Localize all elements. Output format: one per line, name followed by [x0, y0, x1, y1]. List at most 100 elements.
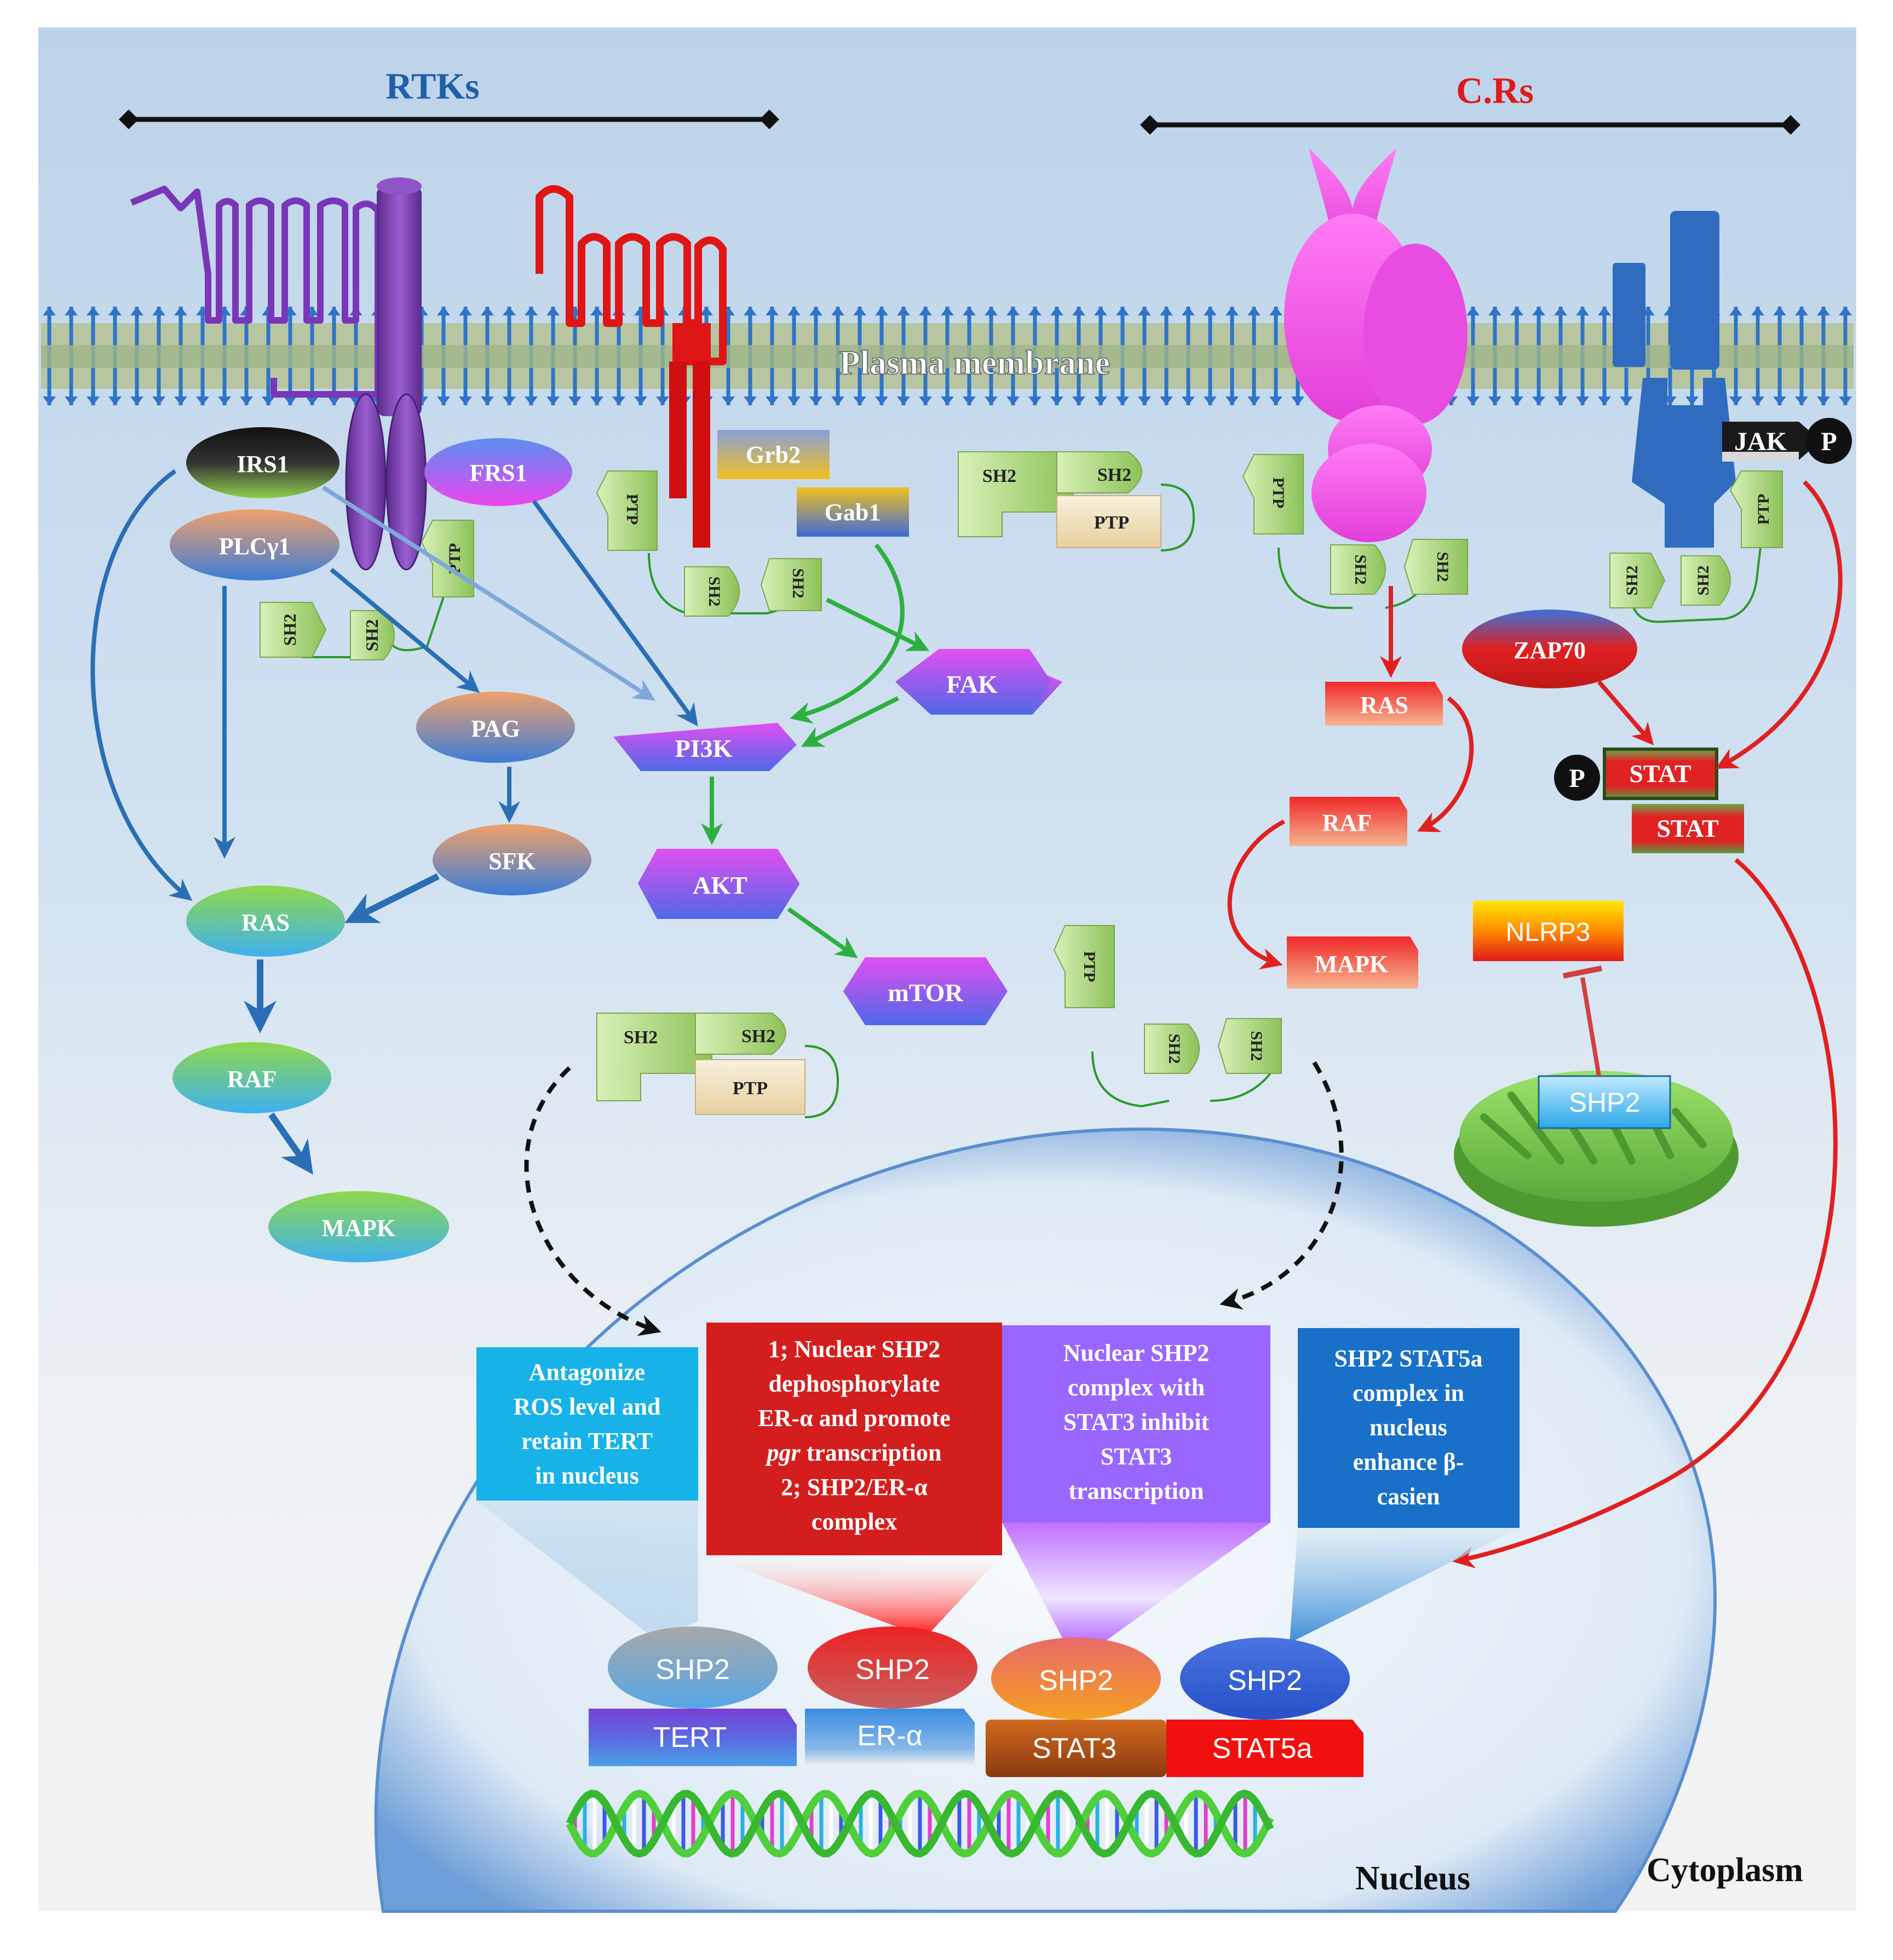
- inhibition-bar: [1563, 965, 1602, 979]
- pi3k-node: PI3K: [613, 723, 797, 771]
- membrane-lipid-head: [130, 396, 143, 405]
- sh2-domain-label: SH2: [1623, 565, 1641, 595]
- membrane-lipid-head: [1839, 307, 1852, 315]
- crs-label: C.Rs: [1456, 70, 1534, 111]
- membrane-lipid-head: [590, 396, 603, 405]
- info-line: retain TERT: [521, 1428, 653, 1455]
- membrane-lipid-head: [546, 396, 560, 405]
- membrane-lipid-head: [1006, 396, 1020, 405]
- mapk-left-label: MAPK: [322, 1215, 395, 1241]
- membrane-lipid-head: [1488, 307, 1501, 315]
- membrane-lipid-head: [744, 307, 757, 315]
- sh2-domain-label: SH2: [982, 466, 1016, 486]
- membrane-lipid-head: [875, 307, 888, 315]
- membrane-lipid-head: [503, 307, 516, 315]
- membrane-lipid-head: [1576, 396, 1589, 405]
- membrane-lipid-head: [1773, 307, 1786, 315]
- membrane-lipid-head: [1488, 396, 1501, 405]
- raf-left-node: RAF: [172, 1042, 331, 1113]
- mtor-node: mTOR: [843, 957, 1008, 1025]
- membrane-lipid-head: [787, 396, 801, 405]
- info-line: Nuclear SHP2: [1063, 1340, 1210, 1366]
- raf-left-label: RAF: [227, 1066, 277, 1093]
- membrane-lipid-head: [1532, 396, 1545, 405]
- membrane-lipid-head: [327, 396, 341, 405]
- zap70-label: ZAP70: [1514, 637, 1586, 664]
- membrane-lipid-head: [481, 396, 494, 405]
- sh2-domain-label: SH2: [1165, 1033, 1183, 1064]
- sh2-domain-label: SH2: [362, 619, 382, 652]
- membrane-lipid-head: [612, 396, 625, 405]
- tert-label: TERT: [653, 1722, 727, 1754]
- mtor-label: mTOR: [888, 979, 963, 1007]
- membrane-lipid-head: [43, 396, 56, 405]
- sh2-domain-label: SH2: [624, 1027, 658, 1048]
- membrane-lipid-head: [963, 396, 976, 405]
- membrane-lipid-head: [87, 307, 100, 315]
- grb2-label: Grb2: [746, 441, 801, 468]
- membrane-lipid-head: [831, 307, 844, 315]
- plcg1-label: PLCγ1: [219, 533, 291, 560]
- membrane-lipid-head: [481, 307, 494, 315]
- sh2-domain-label: SH2: [789, 568, 807, 598]
- ptp-domain-label: PTP: [623, 494, 641, 525]
- membrane-lipid-head: [1225, 307, 1239, 315]
- membrane-lipid-head: [1554, 396, 1567, 405]
- membrane-lipid-head: [1006, 307, 1020, 315]
- irs1-label: IRS1: [237, 451, 289, 478]
- membrane-lipid-head: [437, 396, 450, 405]
- membrane-lipid-head: [831, 396, 844, 405]
- cytoplasm-label: Cytoplasm: [1647, 1852, 1803, 1889]
- ptp-domain-label: PTP: [1094, 513, 1129, 533]
- red-rtk-receptor: [536, 185, 727, 548]
- membrane-lipid-head: [1160, 307, 1173, 315]
- membrane-lipid-head: [65, 307, 78, 315]
- membrane-lipid-head: [437, 307, 450, 315]
- membrane-lipid-head: [853, 396, 866, 405]
- stat-top-label: STAT: [1629, 760, 1691, 788]
- ptp-domain-label: PTP: [1080, 951, 1098, 982]
- membrane-lipid-head: [722, 396, 735, 405]
- membrane-lipid-head: [1028, 307, 1042, 315]
- info-line: in nucleus: [535, 1462, 639, 1489]
- jak-kinase: JAK P: [1722, 418, 1852, 464]
- membrane-lipid-head: [809, 396, 822, 405]
- gab1-box: Gab1: [797, 487, 909, 537]
- info-line: pgr transcription: [764, 1439, 941, 1466]
- membrane-lipid-head: [985, 307, 998, 315]
- plcg1-node: PLCγ1: [170, 509, 340, 580]
- sh2-domain-label: SH2: [1097, 465, 1131, 485]
- ras-right-box: RAS: [1325, 682, 1443, 726]
- membrane-lipid-head: [1247, 307, 1261, 315]
- membrane-lipid-head: [1269, 307, 1282, 315]
- info-line: 1; Nuclear SHP2: [768, 1336, 941, 1363]
- shp2-inhibits-nlrp3: [1580, 977, 1601, 1077]
- stat-phospho-label: P: [1569, 764, 1585, 793]
- membrane-lipid-head: [1817, 307, 1830, 315]
- mapk-left-node: MAPK: [268, 1191, 449, 1262]
- membrane-lipid-head: [1247, 396, 1261, 405]
- membrane-lipid-head: [152, 396, 165, 405]
- membrane-lipid-head: [1225, 396, 1239, 405]
- dna-double-helix: [566, 1789, 1274, 1858]
- membrane-lipid-head: [1028, 396, 1042, 405]
- ras-left-node: RAS: [186, 886, 345, 957]
- membrane-lipid-head: [1050, 396, 1063, 405]
- info-line: 2; SHP2/ER-α: [781, 1474, 928, 1501]
- membrane-lipid-head: [1751, 307, 1764, 315]
- info-line: ROS level and: [514, 1393, 661, 1420]
- membrane-lipid-head: [941, 307, 954, 315]
- membrane-lipid-head: [1138, 307, 1151, 315]
- membrane-lipid-head: [1204, 396, 1217, 405]
- membrane-lipid-head: [568, 396, 582, 405]
- akt-node: AKT: [638, 849, 799, 919]
- ras-right-label: RAS: [1360, 692, 1408, 719]
- membrane-lipid-head: [700, 307, 713, 315]
- dna-strand: [566, 1789, 1274, 1858]
- irs1-node: IRS1: [186, 427, 340, 498]
- membrane-lipid-head: [130, 307, 143, 315]
- info-line: complex: [812, 1508, 897, 1535]
- magenta-cytokine-receptor: [1284, 148, 1468, 542]
